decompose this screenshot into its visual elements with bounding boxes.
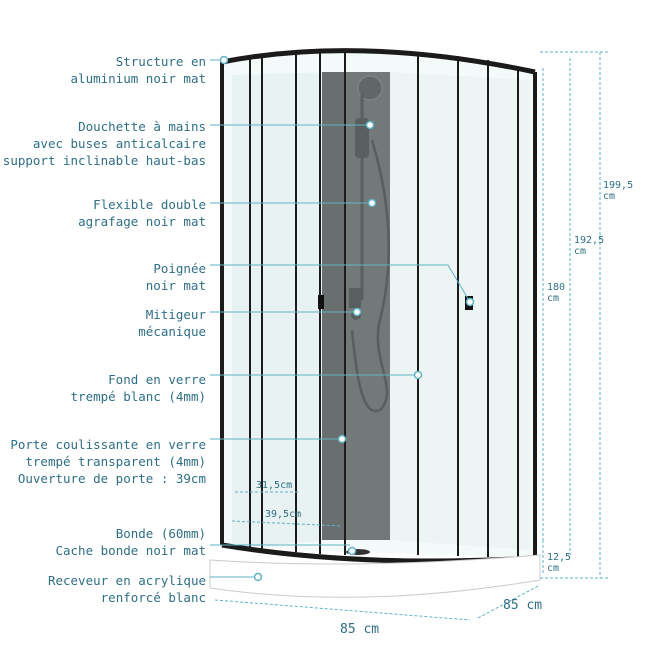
door-handle-left [318, 295, 324, 309]
dim-height-192: 192,5 cm [574, 235, 605, 257]
shower-tray [209, 554, 541, 598]
dim-height-12: 12,5 cm [547, 552, 572, 574]
callout-dots [219, 55, 475, 582]
shower-head [357, 75, 383, 101]
label-bonde: Bonde (60mm) Cache bonde noir mat [55, 526, 206, 558]
dim-width-side: 85 cm [503, 598, 543, 613]
dim-31-5: 31,5cm [256, 480, 293, 491]
top-frame [221, 48, 536, 75]
shower-hose [350, 139, 391, 413]
label-douchette: Douchette à mains avec buses anticalcair… [2, 119, 206, 168]
label-mitigeur: Mitigeur mécanique [138, 307, 206, 339]
front-glass [222, 50, 535, 560]
dim-39-5: 39,5cm [265, 509, 302, 520]
callout-lines [210, 59, 471, 578]
dim-width-front: 85 cm [340, 622, 380, 637]
label-porte: Porte coulissante en verre trempé transp… [10, 437, 206, 486]
mixer-body [349, 288, 361, 308]
back-glass-panel [232, 72, 330, 548]
dimension-lines [214, 51, 608, 621]
back-glass-panel-right [390, 72, 530, 550]
dim-height-180: 180 cm [547, 282, 566, 304]
dim-height-199: 199,5 cm [603, 180, 634, 202]
label-receveur: Receveur en acrylique renforcé blanc [47, 573, 206, 605]
label-structure: Structure en aluminium noir mat [70, 54, 206, 86]
label-flexible: Flexible double agrafage noir mat [78, 197, 206, 229]
label-poignee: Poignée noir mat [145, 261, 206, 293]
label-fond: Fond en verre trempé blanc (4mm) [70, 372, 206, 404]
hand-shower [355, 118, 369, 158]
